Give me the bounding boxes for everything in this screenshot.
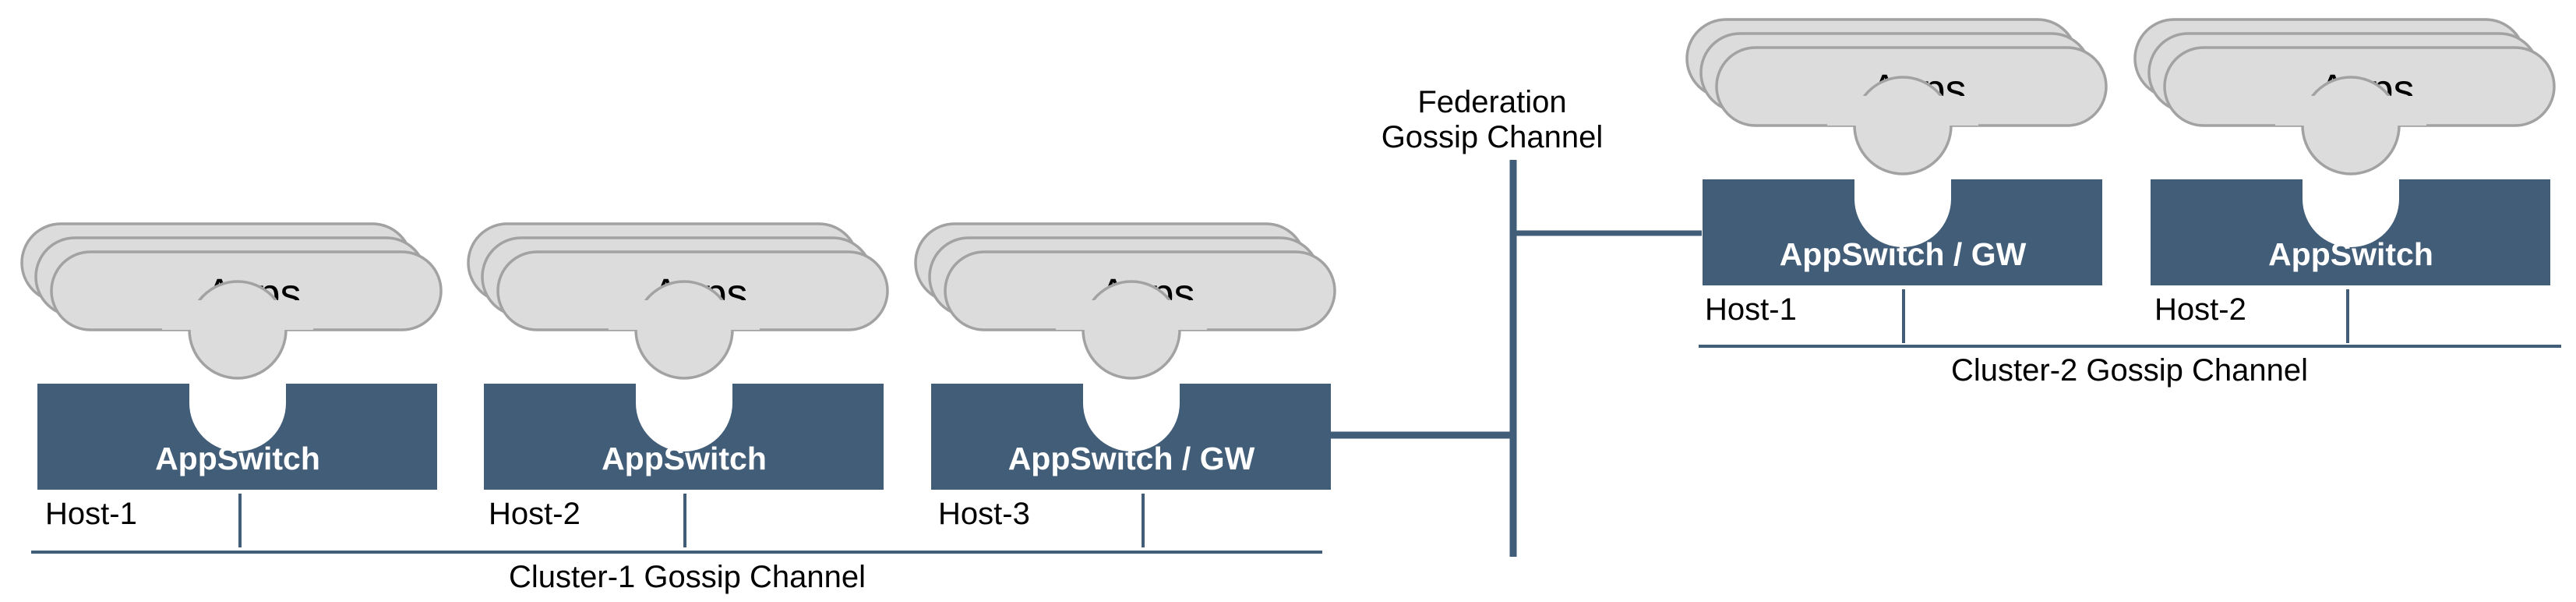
- host-label: Host-3: [938, 497, 1030, 531]
- apps-cloud-stack: [914, 222, 1336, 331]
- cluster1: Cluster-1 Gossip Channel Apps AppSwitch …: [20, 222, 1336, 594]
- cluster1-host2-node: Apps AppSwitch Host-2: [467, 222, 889, 547]
- host-label: Host-2: [2154, 292, 2246, 327]
- cluster1-host3-node: Apps AppSwitch / GW Host-3: [914, 222, 1336, 547]
- cluster2-host2-node: Apps AppSwitch Host-2: [2133, 18, 2556, 343]
- apps-socket-connector: [636, 384, 732, 452]
- apps-socket-connector: [1854, 179, 1951, 247]
- host-label: Host-1: [1705, 292, 1797, 327]
- appswitch-label: AppSwitch / GW: [1008, 441, 1255, 476]
- cluster2-host1-node: Apps AppSwitch / GW Host-1: [1685, 18, 2108, 343]
- federation-label-line1: Federation: [1417, 85, 1566, 119]
- federation-label-line2: Gossip Channel: [1382, 120, 1604, 154]
- apps-socket-connector: [1083, 384, 1180, 452]
- host-label: Host-2: [489, 497, 580, 531]
- federation-gossip-channel: Federation Gossip Channel: [1382, 85, 1604, 557]
- apps-cloud-stack: [2133, 18, 2556, 127]
- appswitch-label: AppSwitch: [2268, 236, 2433, 272]
- apps-socket-connector: [2303, 179, 2399, 247]
- appswitch-label: AppSwitch: [602, 441, 767, 476]
- appswitch-label: AppSwitch / GW: [1780, 236, 2027, 272]
- host-label: Host-1: [45, 497, 137, 531]
- cluster2: Cluster-2 Gossip Channel Apps AppSwitch …: [1685, 18, 2561, 388]
- apps-socket-connector: [189, 384, 286, 452]
- cluster1-host1-node: Apps AppSwitch Host-1: [20, 222, 443, 547]
- cluster1-channel-label: Cluster-1 Gossip Channel: [509, 560, 866, 594]
- appswitch-label: AppSwitch: [155, 441, 320, 476]
- cluster2-channel-label: Cluster-2 Gossip Channel: [1951, 353, 2308, 388]
